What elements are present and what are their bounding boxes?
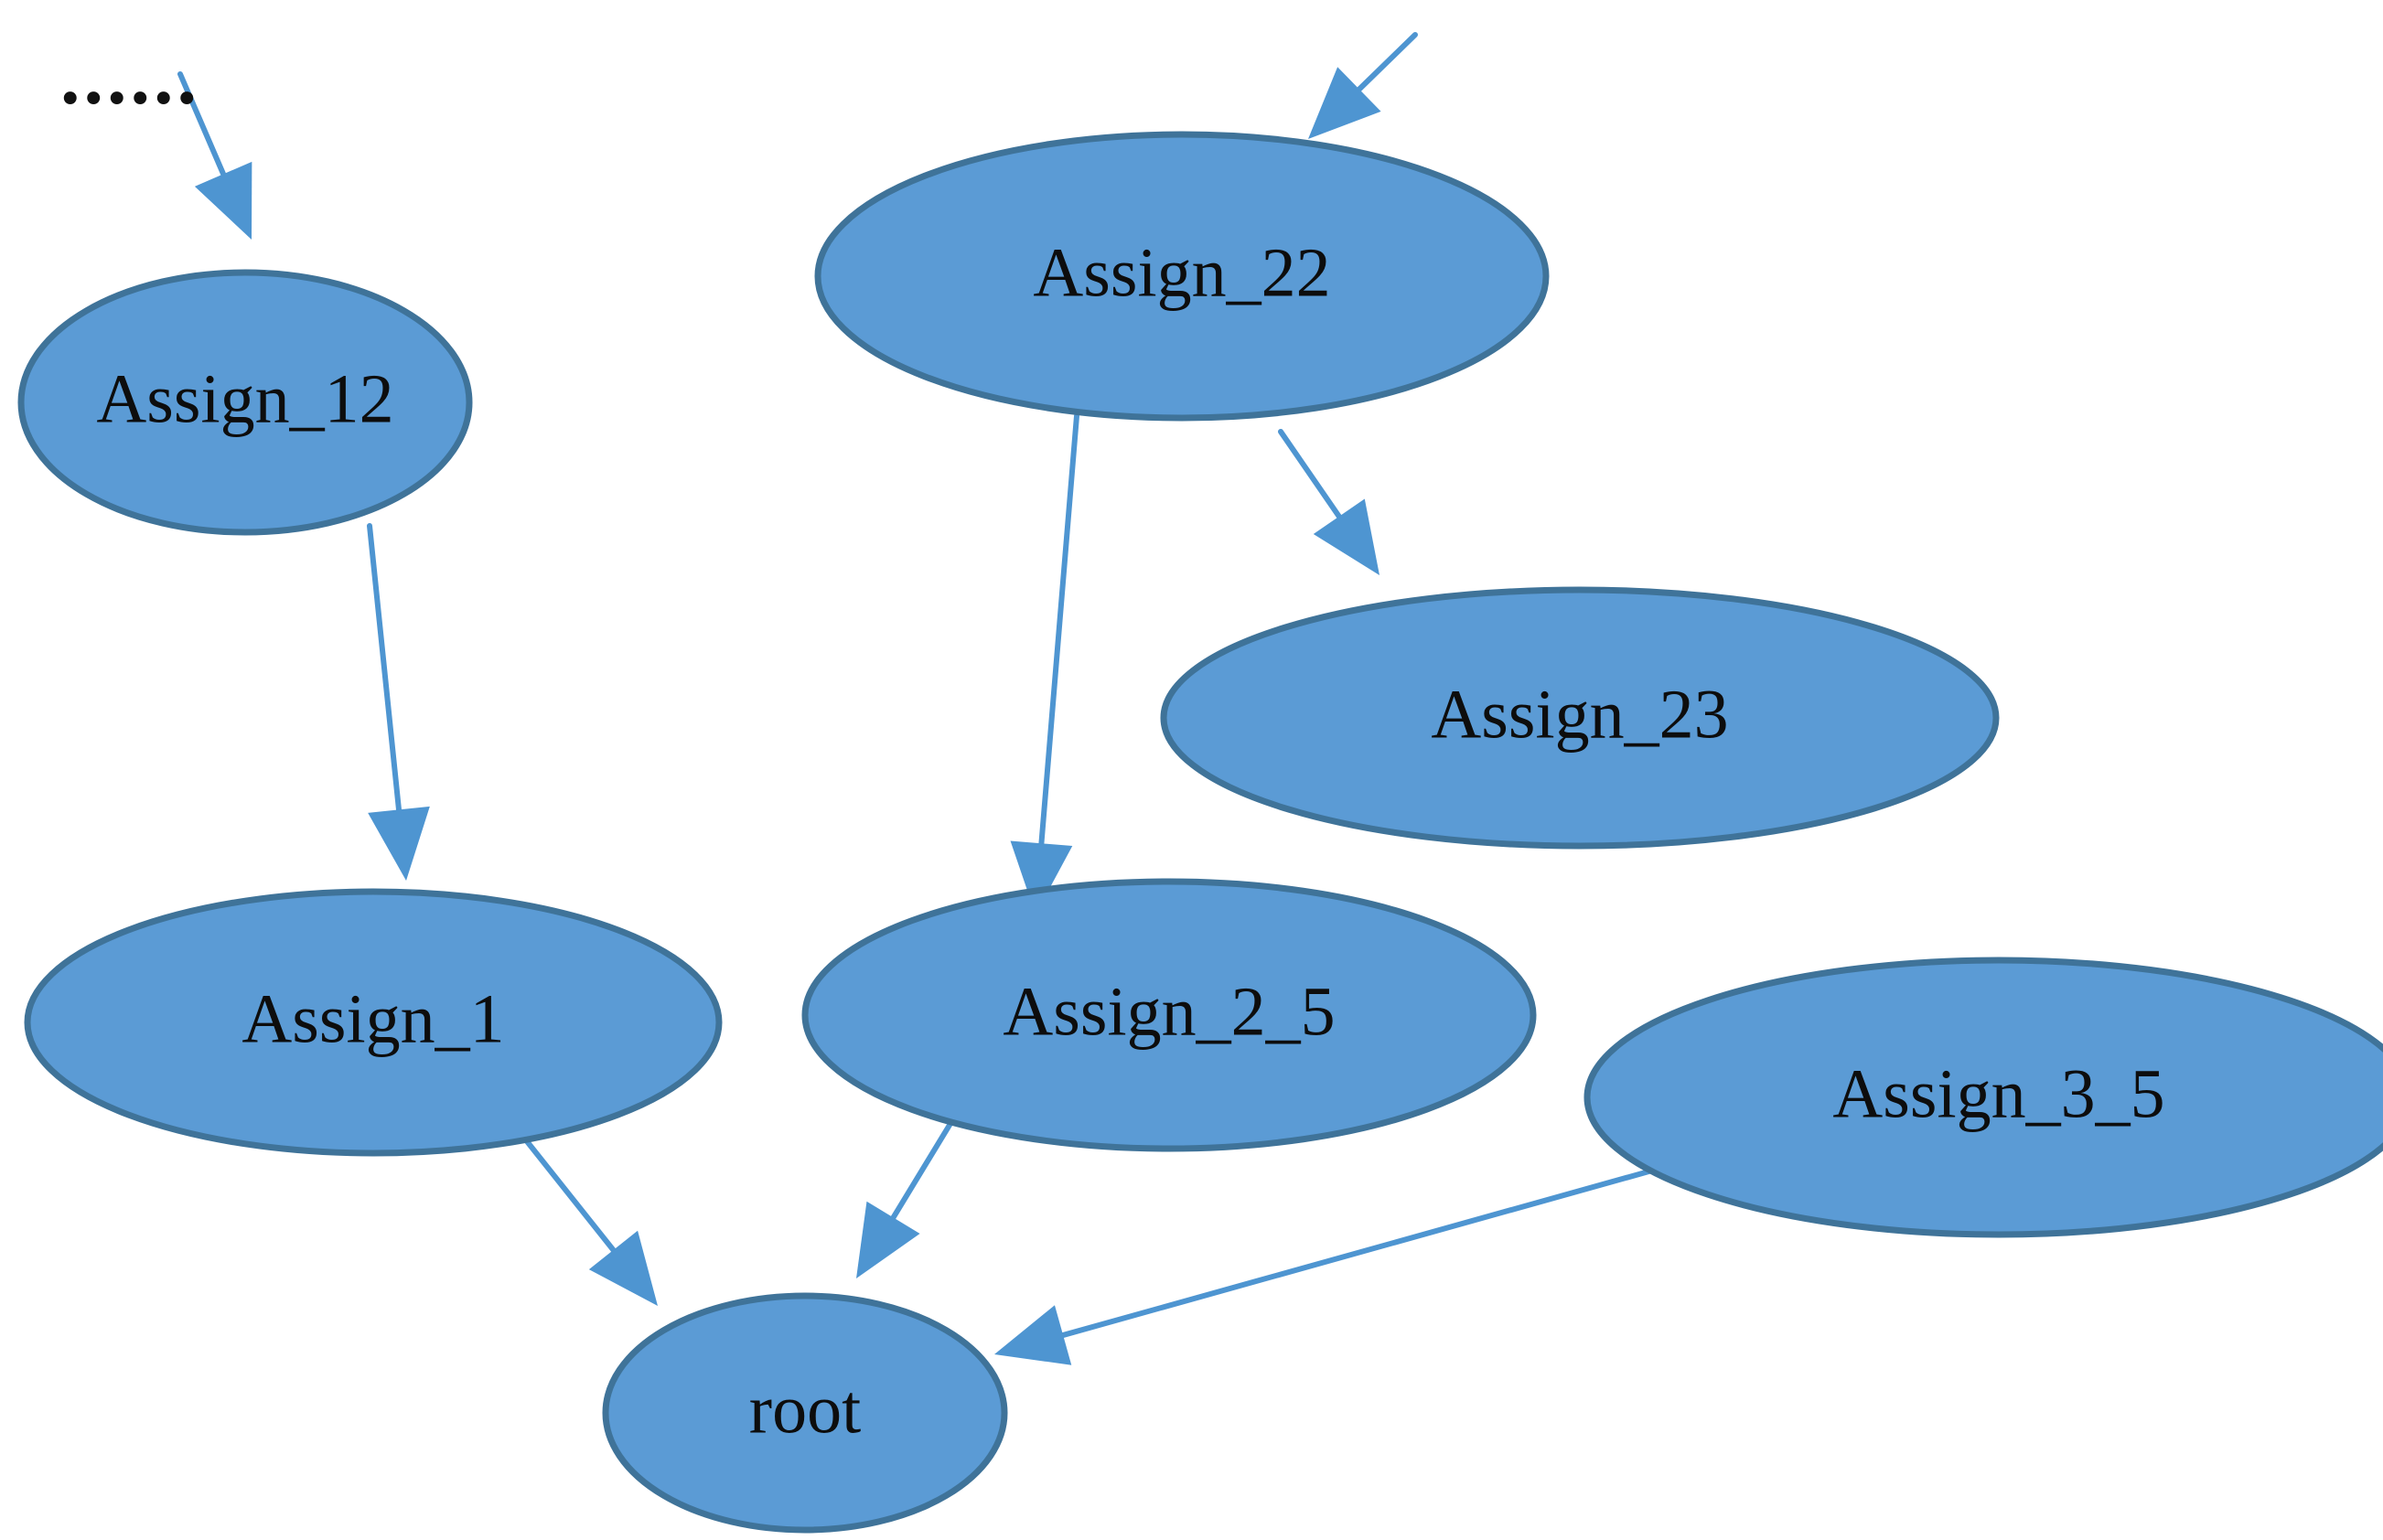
node-ellipse-shape[interactable] bbox=[1583, 957, 2383, 1238]
edge-shaft bbox=[1051, 1168, 1655, 1341]
edge-shaft bbox=[886, 1115, 957, 1228]
arrowhead-icon bbox=[1313, 498, 1379, 575]
graph-node-assign_12[interactable]: Assign_12 bbox=[17, 269, 473, 536]
edge-shaft bbox=[517, 1129, 622, 1260]
node-label: Assign_22 bbox=[1033, 234, 1330, 311]
graph-edge bbox=[856, 1115, 957, 1278]
node-ellipse-shape[interactable] bbox=[602, 1292, 1008, 1534]
arrowhead-icon bbox=[1308, 67, 1381, 139]
node-label: Assign_12 bbox=[96, 360, 393, 437]
graph-edge bbox=[1308, 32, 1418, 139]
edge-shaft bbox=[1278, 429, 1347, 527]
node-ellipse-shape[interactable] bbox=[17, 269, 473, 536]
graph-node-assign_23[interactable]: Assign_23 bbox=[1160, 586, 2000, 850]
node-label: Assign_23 bbox=[1431, 676, 1728, 753]
graph-node-assign_2_5[interactable]: Assign_2_5 bbox=[801, 878, 1537, 1152]
graph-edge bbox=[994, 1168, 1655, 1365]
graph-edge bbox=[1278, 429, 1379, 575]
arrowhead-icon bbox=[368, 806, 430, 881]
graph-node-root[interactable]: root bbox=[602, 1292, 1008, 1534]
graph-edge bbox=[517, 1129, 658, 1306]
node-ellipse-shape[interactable] bbox=[24, 888, 723, 1157]
graph-node-assign_1[interactable]: Assign_1 bbox=[24, 888, 723, 1157]
graph-node-assign_3_5[interactable]: Assign_3_5 bbox=[1583, 957, 2383, 1238]
edges-layer bbox=[177, 32, 1655, 1365]
node-label: root bbox=[749, 1371, 861, 1448]
graph-node-assign_22[interactable]: Assign_22 bbox=[814, 131, 1550, 422]
graph-edge bbox=[177, 71, 252, 240]
arrowhead-icon bbox=[856, 1201, 920, 1278]
node-label: Assign_2_5 bbox=[1003, 973, 1335, 1050]
edge-shaft bbox=[1349, 32, 1418, 99]
graph-edge bbox=[367, 523, 430, 881]
arrowhead-icon bbox=[194, 161, 252, 240]
edge-shaft bbox=[367, 523, 403, 822]
edge-shaft bbox=[1037, 413, 1079, 856]
truncation-ellipsis-label: ...... bbox=[60, 33, 200, 121]
arrowhead-icon bbox=[1010, 840, 1073, 914]
arrowhead-icon bbox=[588, 1230, 658, 1306]
node-label: Assign_1 bbox=[242, 980, 504, 1057]
edge-shaft bbox=[177, 71, 231, 186]
arrowhead-icon bbox=[994, 1305, 1072, 1365]
node-label: Assign_3_5 bbox=[1832, 1055, 2164, 1132]
node-ellipse-shape[interactable] bbox=[1160, 586, 2000, 850]
node-ellipse-shape[interactable] bbox=[814, 131, 1550, 422]
graph-edge bbox=[1010, 413, 1079, 914]
truncation-ellipsis: ...... bbox=[60, 31, 200, 123]
node-ellipse-shape[interactable] bbox=[801, 878, 1537, 1152]
